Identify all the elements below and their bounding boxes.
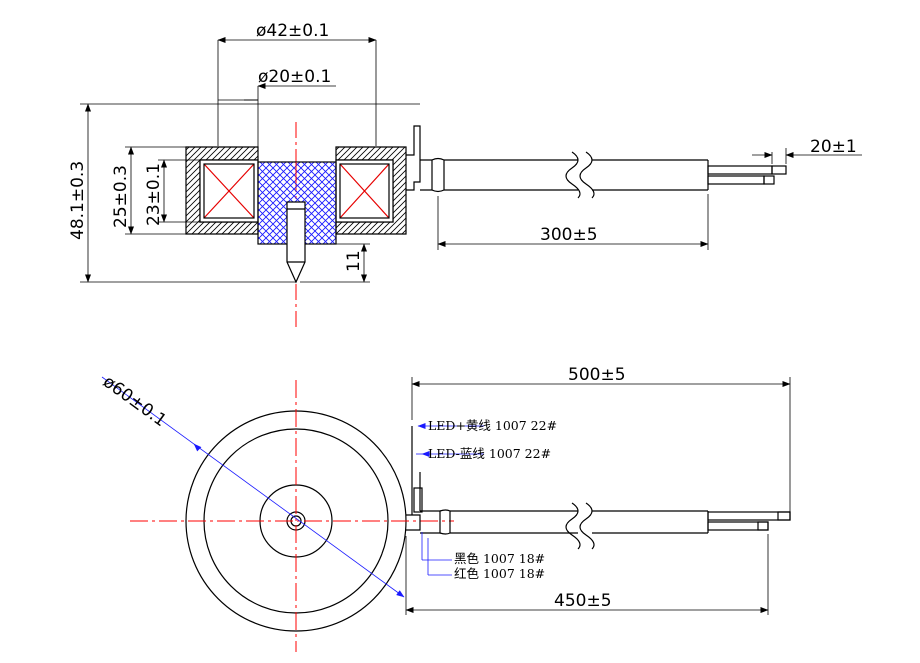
label-lead-length: 300±5 [540,225,598,245]
label-wire-length-short: 450±5 [554,591,612,611]
side-dimensions [80,37,862,283]
label-wire-length-long: 500±5 [568,365,626,385]
label-body-height: 25±0.3 [111,165,131,228]
wire-note-led-positive: LED+黄线 1007 22# [428,418,557,433]
label-outer-diameter: ø42±0.1 [256,21,329,41]
label-strip-length: 20±1 [810,137,857,157]
side-section-view [185,122,787,328]
label-inner-diameter: ø20±0.1 [258,67,331,87]
coil-left [199,159,259,223]
side-dimension-labels: ø42±0.1 ø20±0.1 48.1±0.3 25±0.3 23±0.1 1… [68,21,857,272]
coil-right [335,159,394,223]
top-dimension-labels: ø60±0.1 500±5 450±5 LED+黄线 1007 22# LED-… [99,365,625,611]
top-view [130,380,791,652]
wire-note-red: 红色 1007 18# [454,566,545,581]
top-dimensions [101,376,791,615]
wire-note-black: 黑色 1007 18# [454,551,545,566]
label-pin-length: 11 [344,250,364,272]
center-pin [286,201,306,284]
lead-exit-bracket [406,125,421,191]
label-coil-height: 23±0.1 [144,163,164,226]
wire-note-led-negative: LED-蓝线 1007 22# [428,446,551,461]
label-total-height: 48.1±0.3 [68,161,88,240]
label-face-diameter: ø60±0.1 [99,372,170,431]
